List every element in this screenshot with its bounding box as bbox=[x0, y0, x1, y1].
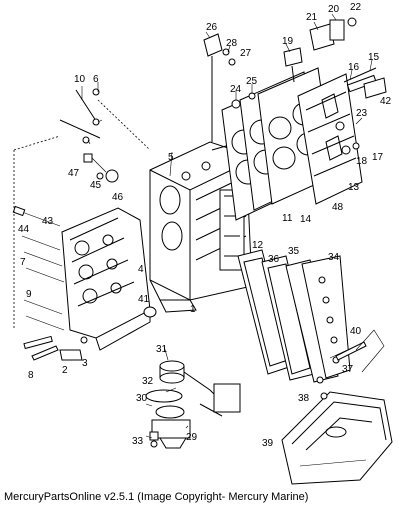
callout-26: 26 bbox=[206, 22, 218, 33]
callout-41: 41 bbox=[138, 294, 150, 305]
callout-32: 32 bbox=[142, 376, 154, 387]
bolt-40 bbox=[335, 341, 367, 361]
transfer-covers bbox=[237, 249, 357, 384]
top-cover bbox=[203, 33, 236, 142]
callout-labels: 1 2 3 4 5 6 7 8 9 10 11 12 13 14 15 16 1… bbox=[18, 2, 392, 449]
callout-25: 25 bbox=[246, 76, 258, 87]
callout-4: 4 bbox=[138, 264, 144, 275]
fitting-45-46-47 bbox=[83, 153, 119, 183]
callout-11: 11 bbox=[282, 213, 293, 224]
callout-1: 1 bbox=[190, 304, 196, 315]
thermostat-housing bbox=[145, 360, 241, 449]
callout-7: 7 bbox=[20, 257, 26, 268]
callout-33: 33 bbox=[132, 436, 144, 447]
callout-38: 38 bbox=[298, 393, 310, 404]
callout-12: 12 bbox=[252, 240, 264, 251]
callout-9: 9 bbox=[26, 289, 32, 300]
temp-sender bbox=[283, 17, 387, 99]
left-bolts bbox=[12, 135, 65, 350]
callout-48: 48 bbox=[332, 202, 344, 213]
callout-28: 28 bbox=[226, 38, 238, 49]
callout-37: 37 bbox=[342, 364, 354, 375]
callout-19: 19 bbox=[282, 36, 294, 47]
callout-20: 20 bbox=[328, 4, 340, 15]
callout-15: 15 bbox=[368, 52, 380, 63]
callout-6: 6 bbox=[93, 74, 99, 85]
callout-42: 42 bbox=[380, 96, 392, 107]
callout-34: 34 bbox=[328, 252, 340, 263]
top-left-bolts bbox=[59, 88, 151, 151]
callout-16: 16 bbox=[348, 62, 360, 73]
callout-3: 3 bbox=[82, 358, 88, 369]
callout-14: 14 bbox=[300, 214, 312, 225]
callout-44: 44 bbox=[18, 224, 30, 235]
callout-2: 2 bbox=[62, 365, 68, 376]
callout-18: 18 bbox=[356, 156, 368, 167]
cylinder-head-cover bbox=[61, 207, 151, 351]
callout-24: 24 bbox=[230, 84, 242, 95]
callout-21: 21 bbox=[306, 12, 318, 23]
callout-46: 46 bbox=[112, 192, 124, 203]
callout-22: 22 bbox=[350, 2, 362, 13]
callout-17: 17 bbox=[372, 152, 384, 163]
callout-23: 23 bbox=[356, 108, 368, 119]
callout-31: 31 bbox=[156, 344, 168, 355]
callout-35: 35 bbox=[288, 246, 300, 257]
callout-5: 5 bbox=[168, 152, 174, 163]
callout-36: 36 bbox=[268, 254, 280, 265]
callout-45: 45 bbox=[90, 180, 102, 191]
small-parts-2-3 bbox=[59, 336, 88, 361]
callout-13: 13 bbox=[348, 182, 360, 193]
callout-8: 8 bbox=[28, 370, 34, 381]
callout-29: 29 bbox=[186, 432, 198, 443]
callout-10: 10 bbox=[74, 74, 86, 85]
copyright-caption: MercuryPartsOnline v2.5.1 (Image Copyrig… bbox=[4, 491, 309, 503]
exploded-cylinder-block-diagram: 1 2 3 4 5 6 7 8 9 10 11 12 13 14 15 16 1… bbox=[12, 2, 393, 485]
callout-39: 39 bbox=[262, 438, 274, 449]
callout-30: 30 bbox=[136, 393, 148, 404]
callout-27: 27 bbox=[240, 48, 252, 59]
exhaust-cover bbox=[297, 67, 377, 205]
callout-40: 40 bbox=[350, 326, 362, 337]
callout-43: 43 bbox=[42, 216, 54, 227]
bolt-8 bbox=[31, 345, 59, 361]
grommet-41 bbox=[143, 306, 157, 318]
leader-lines bbox=[81, 13, 373, 439]
lower-cowl bbox=[281, 329, 393, 485]
callout-47: 47 bbox=[68, 168, 80, 179]
